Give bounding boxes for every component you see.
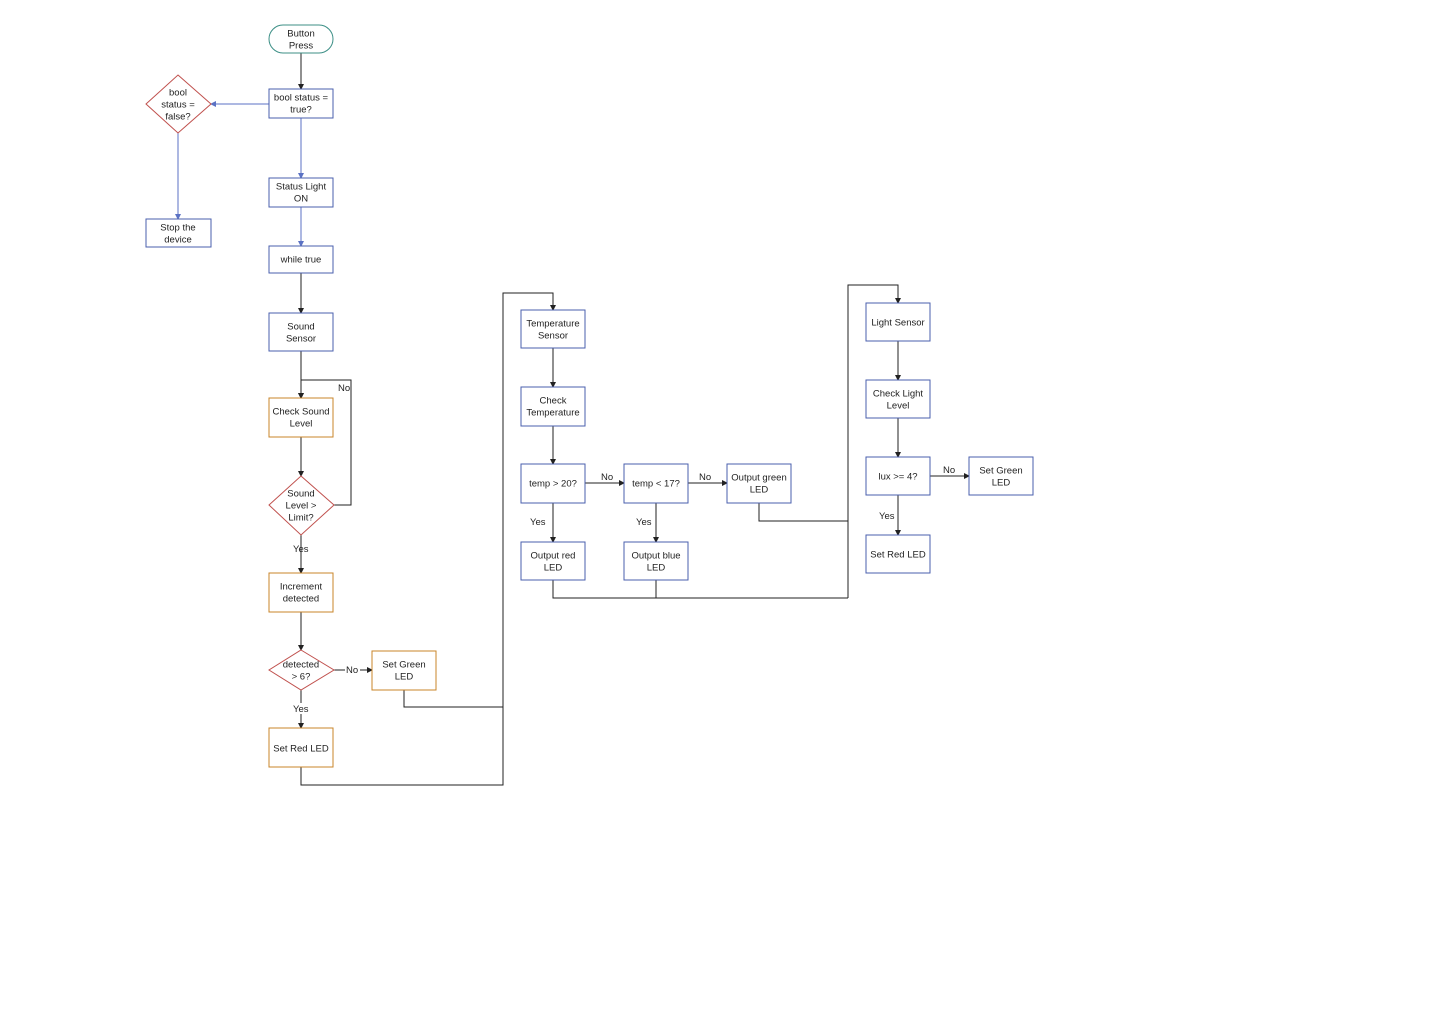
edge-outgreen-to-light bbox=[758, 503, 848, 522]
set-green-led-1-box bbox=[371, 650, 437, 691]
label-sound-no: No bbox=[338, 383, 350, 394]
while-true-box bbox=[268, 245, 334, 274]
sound-limit-diamond bbox=[268, 475, 335, 536]
light-sensor-box bbox=[865, 302, 931, 342]
label-temp17-yes: Yes bbox=[636, 517, 652, 528]
edge-merge-to-light bbox=[847, 284, 901, 598]
label-temp17-no: No bbox=[699, 472, 711, 483]
label-temp20-no: No bbox=[601, 472, 613, 483]
lux-label: lux >= 4? bbox=[878, 472, 917, 483]
while-true-label: while true bbox=[280, 255, 322, 266]
label-detected-no: No bbox=[346, 665, 358, 676]
temp-gt20-label: temp > 20? bbox=[529, 479, 577, 490]
edge-outred-merge bbox=[552, 580, 848, 599]
detected-diamond bbox=[268, 649, 335, 691]
output-blue-led-box bbox=[623, 541, 689, 581]
detected-label: detected> 6? bbox=[283, 659, 319, 682]
check-light-box bbox=[865, 379, 931, 419]
label-lux-yes: Yes bbox=[879, 511, 895, 522]
temp-lt17-box bbox=[623, 463, 689, 504]
bool-false-diamond bbox=[145, 74, 212, 134]
set-red-led-1-label: Set Red LED bbox=[273, 744, 329, 755]
set-red-led-2-label: Set Red LED bbox=[870, 550, 926, 561]
set-green-led-2-box bbox=[968, 456, 1034, 496]
light-sensor-label: Light Sensor bbox=[871, 318, 924, 329]
label-temp20-yes: Yes bbox=[530, 517, 546, 528]
sound-sensor-box bbox=[268, 312, 334, 352]
label-sound-yes: Yes bbox=[293, 544, 309, 555]
stop-device-box bbox=[145, 218, 212, 248]
output-green-led-box bbox=[726, 463, 792, 504]
temp-gt20-box bbox=[520, 463, 586, 504]
set-red-led-2-box bbox=[865, 534, 931, 574]
check-temp-box bbox=[520, 386, 586, 427]
temp-sensor-box bbox=[520, 309, 586, 349]
check-sound-box bbox=[268, 397, 334, 438]
edge-green-to-temp bbox=[403, 292, 556, 708]
temp-lt17-label: temp < 17? bbox=[632, 479, 680, 490]
bool-true-label: bool status =true? bbox=[274, 92, 329, 115]
edge-red-to-temp bbox=[300, 707, 504, 786]
status-light-box bbox=[268, 177, 334, 208]
label-lux-no: No bbox=[943, 465, 955, 476]
start-terminator bbox=[268, 24, 334, 54]
label-detected-yes: Yes bbox=[293, 704, 309, 715]
output-red-led-box bbox=[520, 541, 586, 581]
edge-limit-no-loop bbox=[298, 379, 352, 506]
increment-box bbox=[268, 572, 334, 613]
bool-true-box bbox=[268, 88, 334, 119]
set-red-led-1-box bbox=[268, 727, 334, 768]
lux-box bbox=[865, 456, 931, 496]
